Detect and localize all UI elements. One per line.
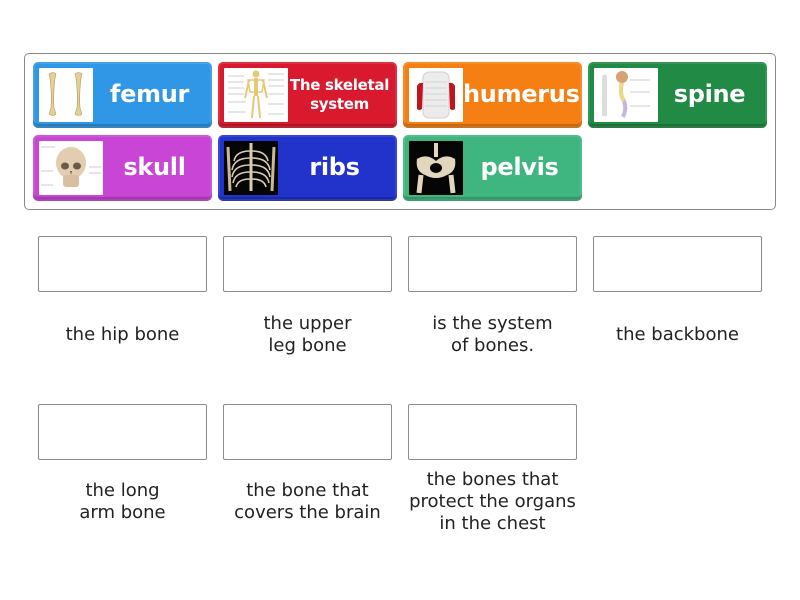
skull-diagram-image xyxy=(39,141,103,195)
card-label: The skeletal system xyxy=(289,75,390,114)
card-label: femur xyxy=(109,80,190,109)
humerus-torso-image xyxy=(409,68,463,122)
drop-box-4[interactable] xyxy=(593,236,762,292)
drop-box-3[interactable] xyxy=(408,236,577,292)
card-skull[interactable]: skull xyxy=(33,135,212,201)
card-pelvis[interactable]: pelvis xyxy=(403,135,582,201)
femur-bones-image xyxy=(39,68,93,122)
card-label: pelvis xyxy=(480,153,559,182)
card-label: spine xyxy=(673,80,746,109)
card-humerus[interactable]: humerus xyxy=(403,62,582,128)
drop-box-2[interactable] xyxy=(223,236,392,292)
skeleton-diagram-image xyxy=(224,68,288,122)
spine-diagram-image xyxy=(594,68,658,122)
target-description: the hip bone xyxy=(65,324,180,345)
target-description: the long arm bone xyxy=(79,480,166,523)
card-spine[interactable]: spine xyxy=(588,62,767,128)
card-ribs[interactable]: ribs xyxy=(218,135,397,201)
card-label: humerus xyxy=(463,80,580,109)
card-femur[interactable]: femur xyxy=(33,62,212,128)
drop-box-5[interactable] xyxy=(38,404,207,460)
ribcage-image xyxy=(224,141,278,195)
card-label: skull xyxy=(123,153,186,182)
target-description: the upper leg bone xyxy=(263,313,352,356)
target-description: the bone that covers the brain xyxy=(234,480,381,523)
drop-box-7[interactable] xyxy=(408,404,577,460)
target-description: the bones that protect the organs in the… xyxy=(409,469,576,534)
target-description: is the system of bones. xyxy=(432,313,553,356)
drop-box-6[interactable] xyxy=(223,404,392,460)
target-description: the backbone xyxy=(616,324,739,345)
drop-box-1[interactable] xyxy=(38,236,207,292)
card-skeletal-system[interactable]: The skeletal system xyxy=(218,62,397,128)
card-label: ribs xyxy=(309,153,360,182)
pelvis-image xyxy=(409,141,463,195)
